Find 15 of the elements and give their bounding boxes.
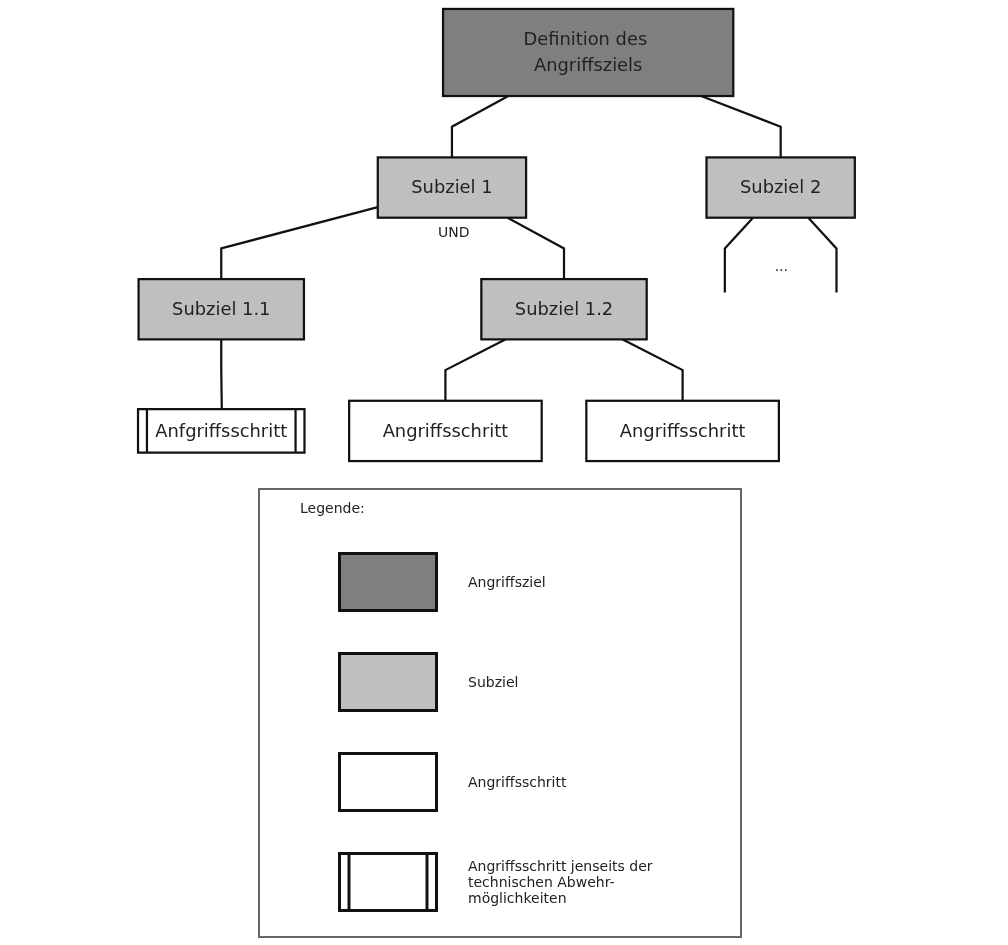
legend-text: Subziel <box>468 674 520 690</box>
ellipsis-label: ... <box>774 257 788 274</box>
legend-text: Angriffsziel <box>468 574 547 590</box>
node-box: Subziel 2 <box>705 156 856 219</box>
node-box: Subziel 1.1 <box>137 278 306 341</box>
node-box: Subziel 1 <box>376 156 528 219</box>
legend-text: Angriffsschritt jenseits der technischen Abwehr-möglichkeiten <box>468 858 654 906</box>
node-box: Angriffsschritt <box>348 399 543 463</box>
legend-heading: Legende: <box>300 500 365 516</box>
node-box: Angriffsschritt <box>585 399 780 463</box>
node-box: Subziel 1.2 <box>480 278 648 341</box>
connector <box>220 339 223 410</box>
legend-text: Angriffsschritt <box>468 774 568 790</box>
and-label: UND <box>437 223 470 240</box>
node-box: Definition des Angriffsziels <box>441 7 735 98</box>
